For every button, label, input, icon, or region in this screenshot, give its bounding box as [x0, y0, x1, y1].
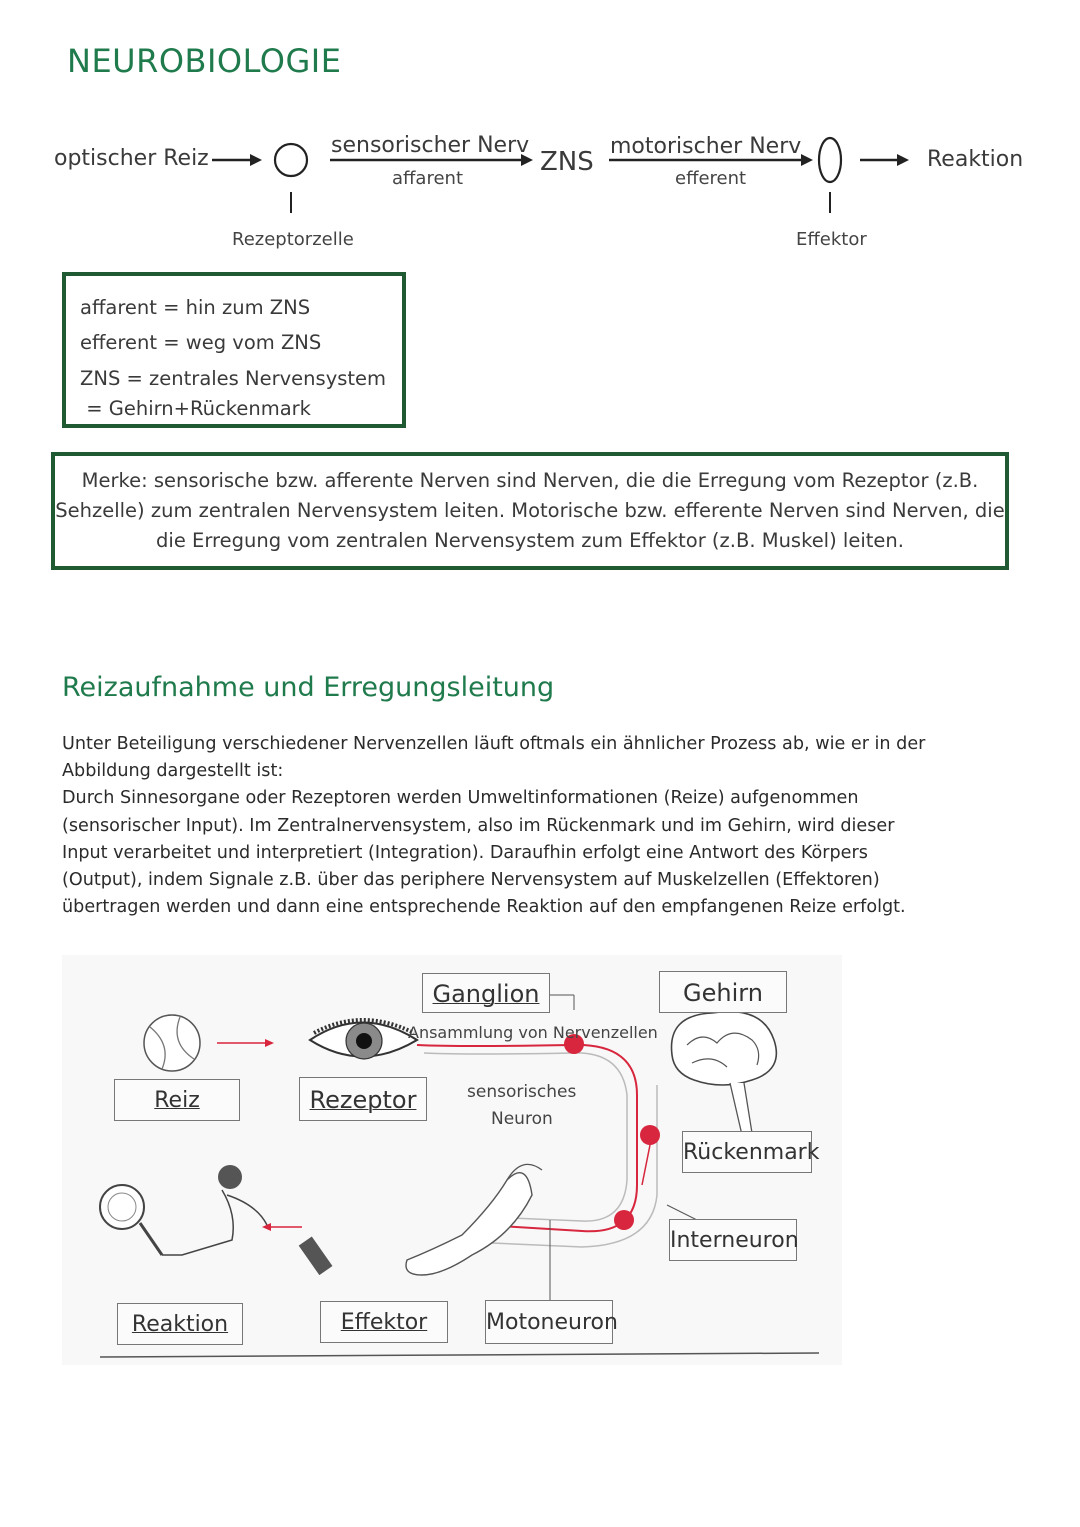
- paragraph-line: Abbildung dargestellt ist:: [62, 758, 1022, 785]
- cns-label: ZNS: [540, 147, 594, 177]
- effektor-label: Effektor: [320, 1301, 448, 1343]
- tennis-ball-icon: [144, 1015, 200, 1071]
- effector-label: Effektor: [796, 229, 867, 250]
- section-paragraph: Unter Beteiligung verschiedener Nervenze…: [62, 731, 1022, 921]
- merke-line: die Erregung vom zentralen Nervensystem …: [55, 526, 1005, 556]
- reaktion-label: Reaktion: [117, 1303, 243, 1345]
- merke-line: Sehzelle) zum zentralen Nervensystem lei…: [55, 496, 1005, 526]
- interneuron-label: Interneuron: [669, 1219, 797, 1261]
- merke-box: Merke: sensorische bzw. afferente Nerven…: [51, 452, 1009, 570]
- rueckenmark-label: Rückenmark: [682, 1131, 812, 1173]
- paragraph-line: übertragen werden und dann eine entsprec…: [62, 894, 1022, 921]
- effector-ellipse-icon: [819, 138, 841, 182]
- motoneuron-cell-icon: [614, 1210, 634, 1230]
- definition-line: = Gehirn+Rückenmark: [80, 397, 311, 420]
- page-title: NEUROBIOLOGIE: [67, 42, 341, 80]
- sensory-neuron-label-line2: Neuron: [491, 1109, 553, 1129]
- gehirn-label: Gehirn: [659, 971, 787, 1013]
- sensory-neuron-label-line1: sensorisches: [467, 1082, 576, 1102]
- section-heading: Reizaufnahme und Erregungsleitung: [62, 672, 554, 703]
- afferent-label: affarent: [392, 168, 463, 189]
- receptor-circle-icon: [275, 144, 307, 176]
- arm-icon: [299, 1164, 542, 1275]
- definition-line: efferent = weg vom ZNS: [80, 331, 321, 354]
- paragraph-line: (sensorischer Input). Im Zentralnervensy…: [62, 813, 1022, 840]
- paragraph-line: (Output), indem Signale z.B. über das pe…: [62, 867, 1022, 894]
- paragraph-line: Durch Sinnesorgane oder Rezeptoren werde…: [62, 785, 1022, 812]
- tennis-player-icon: [100, 1165, 267, 1255]
- ganglion-label: Ganglion: [422, 973, 550, 1013]
- motor-nerve-label: motorischer Nerv: [610, 134, 801, 159]
- sensory-nerve-label: sensorischer Nerv: [331, 133, 529, 158]
- efferent-label: efferent: [675, 168, 746, 189]
- brain-icon: [672, 1012, 777, 1135]
- reaction-label: Reaktion: [927, 147, 1023, 172]
- eye-icon: [310, 1020, 417, 1059]
- receptor-cell-label: Rezeptorzelle: [232, 229, 354, 250]
- paragraph-line: Input verarbeitet und interpretiert (Int…: [62, 840, 1022, 867]
- merke-line: Merke: sensorische bzw. afferente Nerven…: [55, 466, 1005, 496]
- motoneuron-label: Motoneuron: [485, 1300, 613, 1344]
- paragraph-line: Unter Beteiligung verschiedener Nervenze…: [62, 731, 1022, 758]
- definition-line: affarent = hin zum ZNS: [80, 296, 310, 319]
- rezeptor-label: Rezeptor: [299, 1077, 427, 1121]
- reflex-arc-figure: Ganglion Ansammlung von Nervenzellen Geh…: [62, 955, 842, 1365]
- spinal-cell-icon: [640, 1125, 660, 1145]
- definition-box: affarent = hin zum ZNS efferent = weg vo…: [62, 272, 406, 428]
- ganglion-note-label: Ansammlung von Nervenzellen: [408, 1023, 658, 1042]
- definition-line: ZNS = zentrales Nervensystem: [80, 367, 386, 390]
- reiz-label: Reiz: [114, 1079, 240, 1121]
